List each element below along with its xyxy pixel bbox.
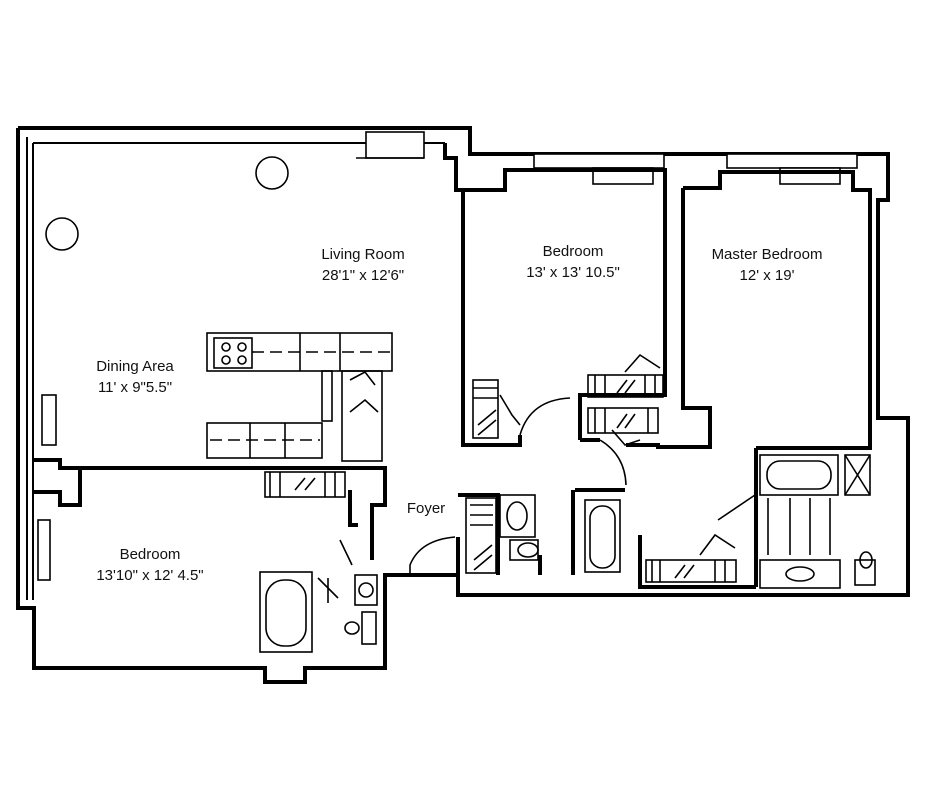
room-name: Master Bedroom	[711, 246, 823, 263]
closets	[264, 353, 737, 583]
room-name: Bedroom	[119, 546, 181, 563]
room-dimensions: 28'1" x 12'6"	[321, 267, 405, 284]
room-name: Foyer	[406, 500, 446, 517]
room-label-master-bedroom: Master Bedroom 12' x 19'	[697, 244, 837, 286]
columns	[45, 156, 289, 251]
windows	[37, 131, 858, 581]
bathrooms	[259, 454, 876, 653]
room-label-bedroom-center: Bedroom 13' x 13' 10.5"	[503, 241, 643, 283]
door-swings	[339, 397, 756, 575]
kitchen	[206, 332, 393, 462]
room-name: Dining Area	[96, 358, 174, 375]
room-dimensions: 12' x 19'	[739, 267, 795, 284]
room-label-bedroom-left: Bedroom 13'10" x 12' 4.5"	[75, 544, 225, 586]
room-dimensions: 13' x 13' 10.5"	[526, 264, 620, 281]
room-label-foyer: Foyer	[396, 498, 456, 519]
room-label-living: Living Room 28'1" x 12'6"	[293, 244, 433, 286]
room-dimensions: 13'10" x 12' 4.5"	[96, 567, 204, 584]
interior-walls	[34, 143, 872, 589]
room-name: Living Room	[321, 246, 405, 263]
room-label-dining: Dining Area 11' x 9"5.5"	[70, 356, 200, 398]
room-dimensions: 11' x 9"5.5"	[97, 379, 173, 396]
room-name: Bedroom	[542, 243, 604, 260]
